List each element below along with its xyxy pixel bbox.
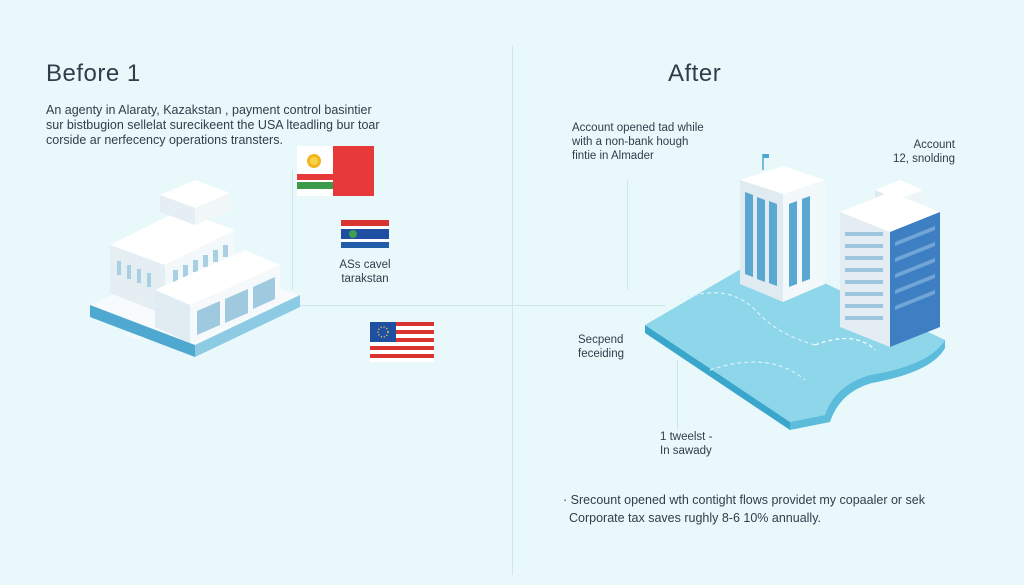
account-note-line: Account opened tad while [572,122,704,134]
before-description: An agenty in Alaraty, Kazakstan , paymen… [46,103,380,148]
summary-line: · Srecount opened wth contight flows pro… [563,493,925,507]
account-label: Account 12, snolding [880,138,955,166]
flag-label: ASs cavel tarakstan [330,258,400,286]
twist-connector [677,360,678,430]
horizontal-divider [300,305,665,306]
flag-label-line: tarakstan [341,273,389,285]
center-divider [512,45,513,575]
secpend-label-line: Secpend [578,334,624,346]
account-note-line: with a non-bank hough [572,136,689,148]
secpend-label: Secpend feceiding [578,333,624,361]
account-label-line: 12, snolding [892,153,955,165]
account-label-line: Account [913,139,955,151]
note-connector [627,180,628,290]
before-description-line: sur bistbugion sellelat surecikeent the … [46,118,380,132]
skyscraper-icon [735,152,830,302]
before-title: Before 1 [46,60,141,87]
tweelst-label-line: In sawady [660,445,712,457]
before-description-line: An agenty in Alaraty, Kazakstan , paymen… [46,103,372,117]
tweelst-label-line: 1 tweelst - [660,431,713,443]
flag-label-line: ASs cavel [339,259,391,271]
tweelst-label: 1 tweelst - In sawady [660,430,712,458]
summary-line: Corporate tax saves rughly 8-6 10% annua… [569,511,821,525]
before-description-line: corside ar nerfecency operations transte… [46,133,283,147]
us-flag-icon [370,322,434,362]
flag-connector [292,170,293,290]
tower-building-icon [835,172,945,347]
office-building-icon: ALMATY [85,175,305,380]
secpend-label-line: feceiding [578,348,625,360]
after-title: After [668,60,722,87]
account-note-line: fintie in Almader [572,150,654,162]
after-illustration [640,150,960,430]
account-note: Account opened tad while with a non-bank… [572,121,704,163]
red-green-sun-flag-icon [297,146,374,196]
after-summary: · Srecount opened wth contight flows pro… [563,493,925,526]
blue-red-striped-flag-icon [341,220,389,248]
